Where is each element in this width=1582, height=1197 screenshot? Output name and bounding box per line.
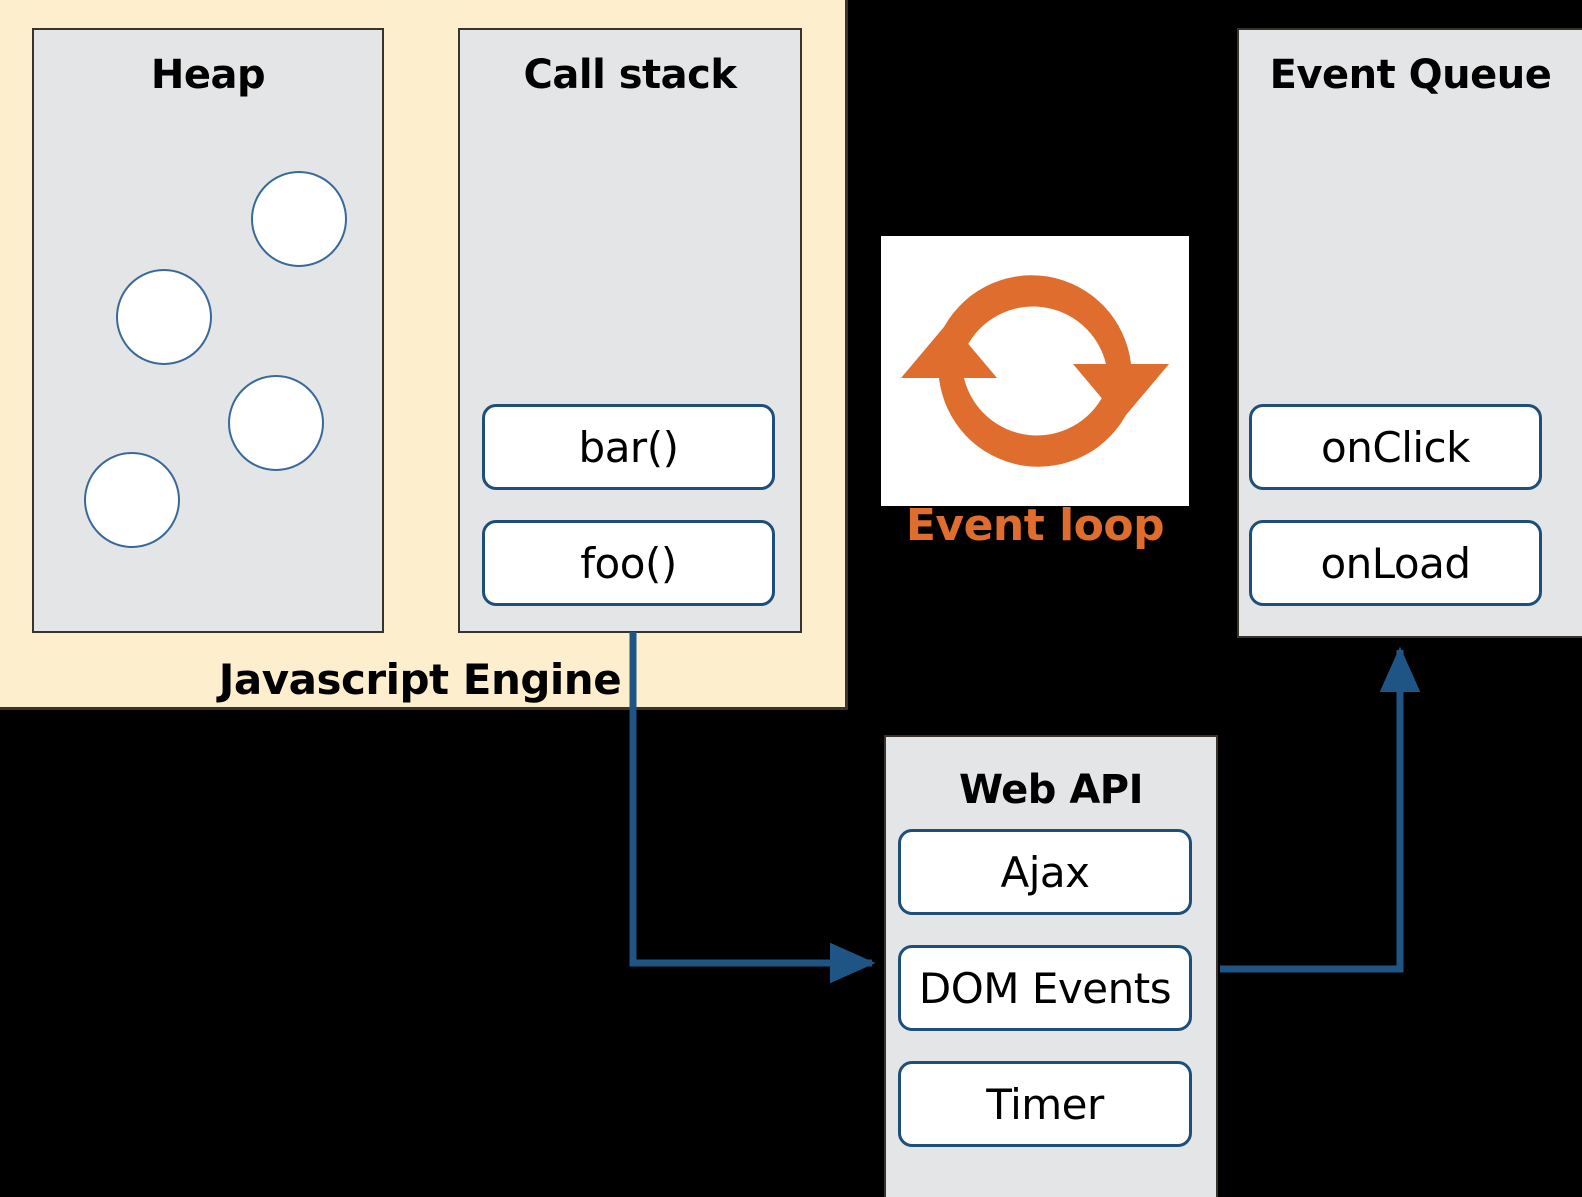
event-loop-icon-box [881,236,1189,506]
event-queue-item-label: onLoad [1320,538,1471,588]
event-queue-item-onload[interactable]: onLoad [1249,520,1542,606]
event-queue-title: Event Queue [1269,52,1552,98]
heap-title: Heap [150,52,266,98]
web-api-item-timer[interactable]: Timer [898,1061,1192,1147]
web-api-title: Web API [958,767,1144,813]
heap-object-1 [251,171,347,267]
heap-object-4 [84,452,180,548]
heap-panel: Heap [32,28,384,633]
web-api-item-ajax[interactable]: Ajax [898,829,1192,915]
event-queue-item-onclick[interactable]: onClick [1249,404,1542,490]
call-stack-frame-label: bar() [578,422,679,472]
heap-object-2 [116,269,212,365]
web-api-item-label: DOM Events [918,963,1172,1013]
event-queue-item-label: onClick [1321,422,1470,472]
call-stack-frame-label: foo() [580,538,677,588]
event-loop-label: Event loop [905,500,1165,551]
web-api-item-label: Timer [986,1079,1104,1129]
heap-object-3 [228,375,324,471]
web-api-item-dom-events[interactable]: DOM Events [898,945,1192,1031]
javascript-engine-label: Javascript Engine [218,655,622,704]
call-stack-frame-bar[interactable]: bar() [482,404,775,490]
call-stack-title: Call stack [523,52,737,98]
circular-refresh-icon [901,275,1169,467]
web-api-item-label: Ajax [1000,847,1091,897]
call-stack-frame-foo[interactable]: foo() [482,520,775,606]
connector-webapi-to-eventqueue [1220,646,1421,973]
